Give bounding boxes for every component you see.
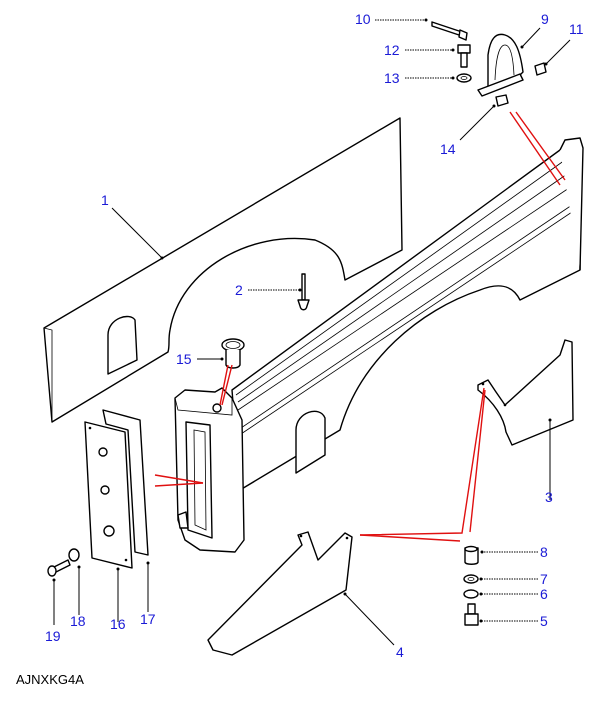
callout-12: 12 <box>384 42 400 58</box>
callout-14: 14 <box>440 141 456 157</box>
part-13-washer[interactable] <box>456 73 472 83</box>
callout-10: 10 <box>355 11 371 27</box>
part-4-front-mudflap[interactable] <box>207 531 353 656</box>
part-12-bolt[interactable] <box>457 44 471 68</box>
callout-17: 17 <box>140 611 156 627</box>
part-17-gasket[interactable] <box>102 409 149 556</box>
part-14-nut[interactable] <box>495 94 509 107</box>
part-2-rivet[interactable] <box>297 273 310 311</box>
callout-15: 15 <box>176 351 192 367</box>
part-3-rear-mudflap[interactable] <box>477 339 574 446</box>
callout-5: 5 <box>540 613 548 629</box>
callout-18: 18 <box>70 613 86 629</box>
callout-7: 7 <box>540 571 548 587</box>
part-6-spring-washer[interactable] <box>463 589 479 599</box>
callout-13: 13 <box>384 70 400 86</box>
callout-16: 16 <box>110 616 126 632</box>
part-1-inner-panel[interactable] <box>43 117 403 423</box>
callout-2: 2 <box>235 282 243 298</box>
callout-6: 6 <box>540 586 548 602</box>
part-16-light-plate[interactable] <box>84 421 133 569</box>
main-side-body[interactable] <box>231 137 584 491</box>
part-10-bolt[interactable] <box>431 21 468 41</box>
tail-light-housing[interactable] <box>174 387 245 553</box>
part-15-grommet[interactable] <box>221 338 245 369</box>
callout-8: 8 <box>540 544 548 560</box>
part-9-bracket[interactable] <box>477 33 524 97</box>
leader-lines <box>52 18 571 646</box>
part-5-bolt[interactable] <box>464 603 479 626</box>
part-18-washer[interactable] <box>68 548 80 562</box>
callout-4: 4 <box>396 644 404 660</box>
diagram-reference-code: AJNXKG4A <box>16 672 84 687</box>
callout-19: 19 <box>45 628 61 644</box>
assembly-lines <box>154 111 566 542</box>
part-19-screw[interactable] <box>47 559 71 577</box>
callout-1: 1 <box>101 192 109 208</box>
part-7-washer[interactable] <box>463 574 479 584</box>
callout-3: 3 <box>545 489 553 505</box>
part-8-spacer[interactable] <box>464 545 479 565</box>
callout-9: 9 <box>541 11 549 27</box>
callout-11: 11 <box>569 21 584 37</box>
part-11-spacer[interactable] <box>534 62 547 76</box>
